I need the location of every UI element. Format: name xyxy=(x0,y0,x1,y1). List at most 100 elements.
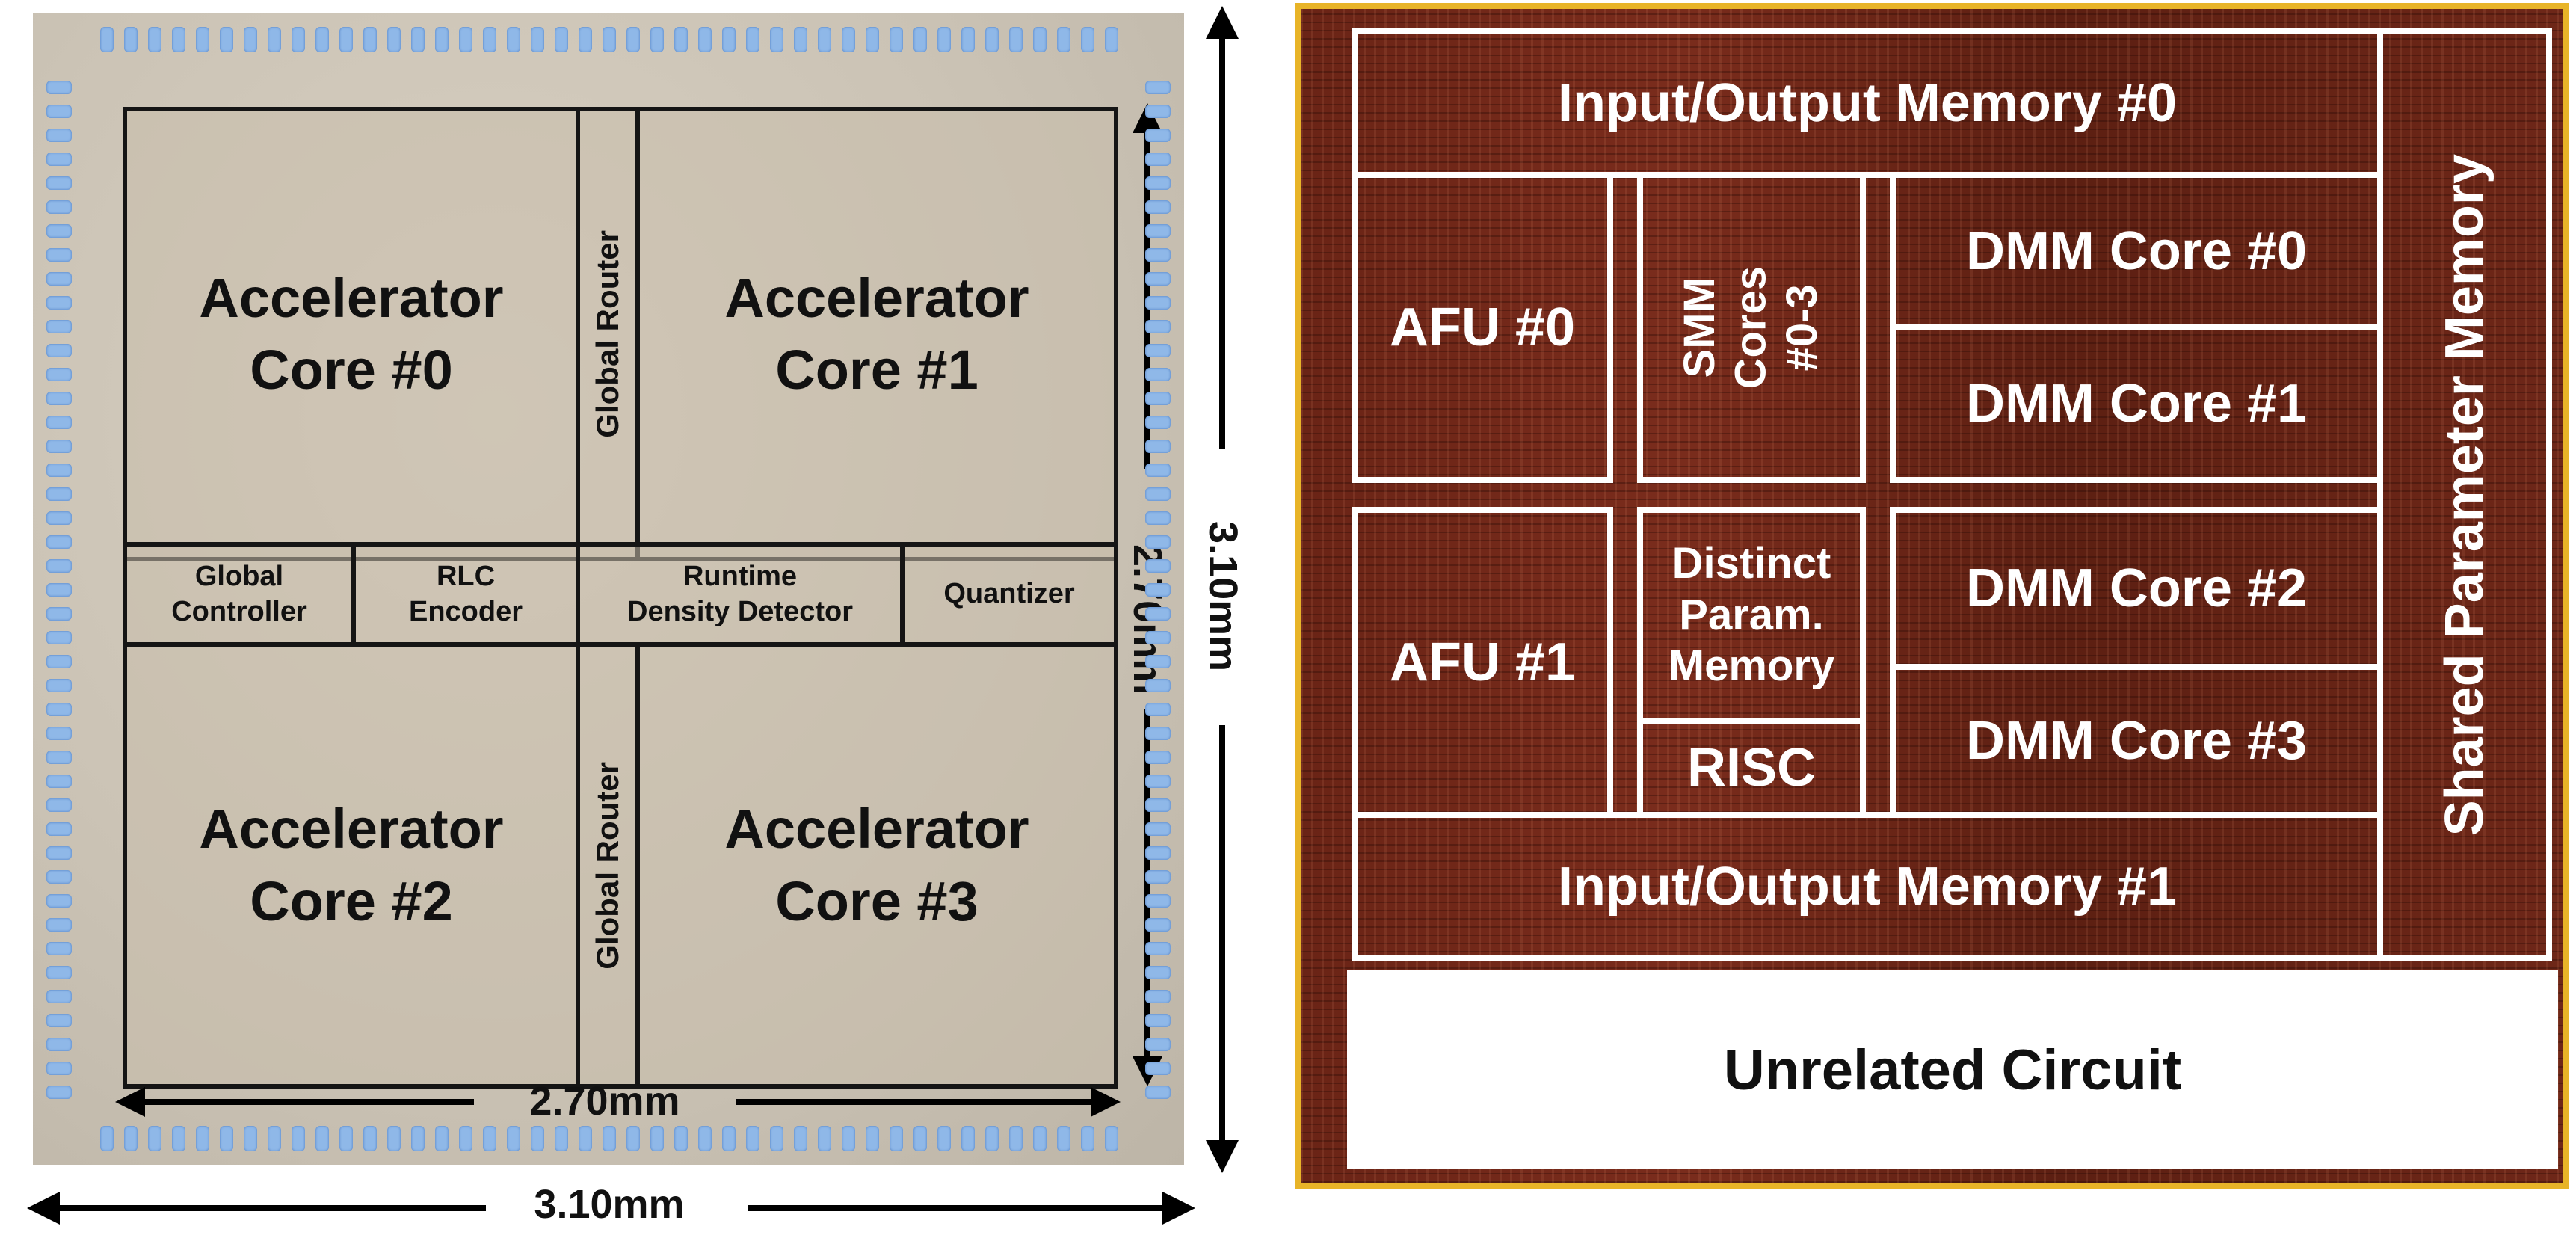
bond-pad xyxy=(1081,1126,1094,1151)
bond-pad xyxy=(292,27,305,52)
bond-pad xyxy=(46,296,72,310)
accelerator-core-3: Accelerator Core #3 xyxy=(635,642,1118,1089)
distinct-param-memory: Distinct Param. Memory xyxy=(1637,507,1866,724)
bond-pad xyxy=(124,1126,138,1151)
bond-pad xyxy=(650,27,664,52)
quantizer: Quantizer xyxy=(900,542,1118,647)
bond-pad xyxy=(435,27,449,52)
global-controller-label: Global Controller xyxy=(171,560,307,628)
bond-pad xyxy=(46,655,72,668)
accelerator-core-1: Accelerator Core #1 xyxy=(635,107,1118,561)
bond-pad xyxy=(890,1126,903,1151)
bond-pad xyxy=(961,1126,975,1151)
bond-pad xyxy=(1033,27,1047,52)
dmm-core-1-label: DMM Core #1 xyxy=(1965,374,2308,434)
bond-pad xyxy=(746,1126,759,1151)
afu-1-label: AFU #1 xyxy=(1389,632,1576,692)
bond-pad xyxy=(1145,990,1171,1003)
bond-pad xyxy=(1145,822,1171,836)
bond-pad xyxy=(746,27,759,52)
bond-pad xyxy=(363,1126,377,1151)
bond-pad xyxy=(985,1126,999,1151)
bond-pad xyxy=(579,1126,592,1151)
bond-pad xyxy=(1145,464,1171,477)
global-router-top-label: Global Router xyxy=(590,230,625,438)
accelerator-core-0: Accelerator Core #0 xyxy=(123,107,580,561)
bond-pad xyxy=(46,224,72,238)
bond-pad xyxy=(220,1126,233,1151)
bond-pad xyxy=(842,1126,855,1151)
bond-pad xyxy=(46,105,72,118)
bond-pad xyxy=(626,27,640,52)
bond-pad xyxy=(459,1126,472,1151)
bond-pad xyxy=(46,153,72,166)
bond-pad xyxy=(1145,942,1171,955)
global-router-top: Global Router xyxy=(576,107,640,561)
bond-pad xyxy=(1105,1126,1118,1151)
runtime-density-detector-label: Runtime Density Detector xyxy=(627,560,853,628)
bond-pad xyxy=(1145,918,1171,932)
unrelated-circuit: Unrelated Circuit xyxy=(1347,970,2558,1169)
bond-pad xyxy=(124,27,138,52)
bond-pad xyxy=(1145,631,1171,644)
bond-pad xyxy=(579,27,592,52)
bond-pad xyxy=(46,846,72,860)
afu-0-label: AFU #0 xyxy=(1389,298,1576,357)
accelerator-core-0-label: Accelerator Core #0 xyxy=(199,266,504,401)
bond-pad xyxy=(46,200,72,214)
dmm-core-3: DMM Core #3 xyxy=(1890,664,2383,818)
bond-pad xyxy=(46,344,72,357)
bond-pad xyxy=(890,27,903,52)
bond-pad xyxy=(339,1126,353,1151)
bond-pad xyxy=(1145,224,1171,238)
bond-pad xyxy=(1145,559,1171,573)
bond-pad xyxy=(315,27,329,52)
inner-width-arrowhead-right xyxy=(1091,1087,1121,1117)
bond-pad xyxy=(531,27,544,52)
dmm-core-1: DMM Core #1 xyxy=(1890,324,2383,483)
outer-width-label: 3.10mm xyxy=(534,1182,685,1227)
bond-pad xyxy=(1145,870,1171,884)
bond-pad xyxy=(1009,1126,1023,1151)
dmm-core-2-label: DMM Core #2 xyxy=(1965,558,2308,618)
global-router-bottom: Global Router xyxy=(576,642,640,1089)
bond-pad xyxy=(172,1126,185,1151)
bond-pad xyxy=(866,27,879,52)
inner-width-label: 2.70mm xyxy=(529,1079,680,1124)
bond-pad xyxy=(46,918,72,932)
bond-pad xyxy=(698,1126,712,1151)
bond-pad xyxy=(46,511,72,525)
quantizer-label: Quantizer xyxy=(943,578,1075,610)
bond-pad xyxy=(770,27,783,52)
bond-pad xyxy=(1145,176,1171,190)
global-controller: Global Controller xyxy=(123,542,356,647)
outer-height-arrowhead-down xyxy=(1206,1140,1239,1173)
bond-pad xyxy=(46,703,72,716)
bond-pad xyxy=(46,248,72,262)
outer-width-arrow-left-line xyxy=(52,1205,486,1211)
bond-pad xyxy=(1145,487,1171,501)
rlc-encoder: RLC Encoder xyxy=(351,542,580,647)
smm-cores: SMM Cores #0-3 xyxy=(1637,172,1866,483)
bond-pad xyxy=(1145,368,1171,381)
outer-width-arrow-right-line xyxy=(748,1205,1166,1211)
bond-pad xyxy=(46,607,72,621)
bond-pad xyxy=(315,1126,329,1151)
inner-width-arrow-right-line xyxy=(736,1099,1094,1105)
bond-pad xyxy=(603,1126,616,1151)
bond-pad xyxy=(866,1126,879,1151)
bond-pad xyxy=(483,27,496,52)
bond-pad xyxy=(411,27,425,52)
bond-pad xyxy=(46,1014,72,1027)
bond-pad xyxy=(1145,894,1171,908)
bond-pad xyxy=(1009,27,1023,52)
rlc-encoder-label: RLC Encoder xyxy=(408,560,523,628)
inner-height-arrow-bottom-line xyxy=(1144,709,1150,1060)
bond-pad xyxy=(818,1126,831,1151)
outer-height-label: 3.10mm xyxy=(1201,521,1245,672)
bond-pad xyxy=(46,751,72,764)
outer-height-arrow-bottom-line xyxy=(1219,725,1225,1144)
bond-pad xyxy=(46,583,72,597)
bond-pad xyxy=(674,27,688,52)
bond-pad xyxy=(913,1126,927,1151)
